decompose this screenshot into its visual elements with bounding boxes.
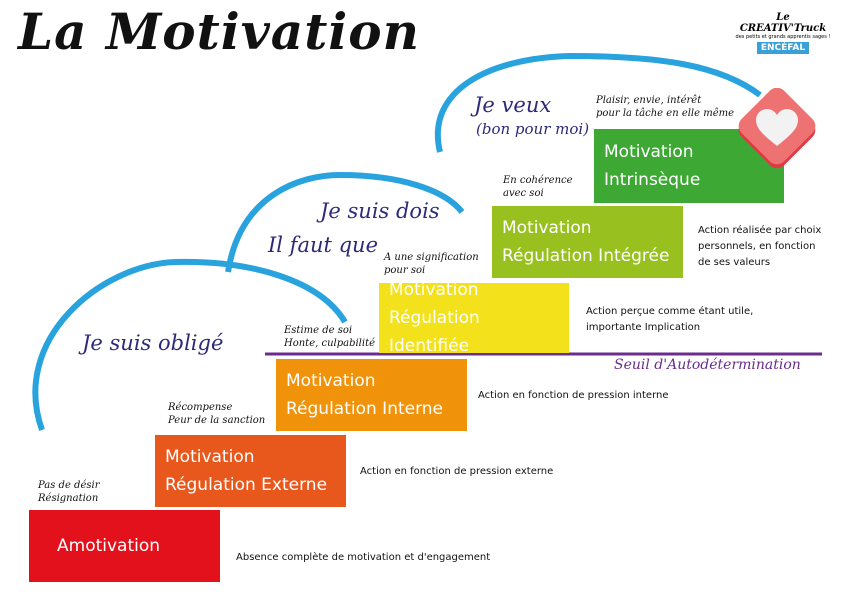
arc-3	[435, 52, 762, 153]
logo-tagline: des petits et grands apprentis sages !	[735, 34, 831, 40]
step-label: Motivation	[286, 371, 376, 391]
step-label: Motivation	[604, 142, 694, 162]
heart-icon	[738, 88, 816, 169]
step-label: Régulation Interne	[286, 399, 444, 419]
note-line: pour la tâche en elle même	[596, 108, 735, 119]
phrase-dois: Je suis dois	[320, 199, 440, 223]
logo: Le CREATIV'Truck des petits et grands ap…	[733, 12, 833, 54]
note-line: Résignation	[38, 493, 99, 504]
phrase-veux-sub: (bon pour moi)	[476, 120, 590, 138]
arc-1	[32, 258, 348, 432]
note-line: Pas de désir	[38, 480, 100, 491]
desc-integree: Action réalisée par choix personnels, en…	[698, 225, 822, 268]
step-label: Motivation	[389, 280, 479, 300]
step-label: Amotivation	[57, 536, 161, 556]
phrase-faut: Il faut que	[268, 233, 379, 257]
step-label: Régulation Intégrée	[502, 246, 670, 266]
note-integree: En cohérence avec soi	[503, 174, 573, 200]
note-line: Peur de la sanction	[168, 415, 266, 426]
step-label: Intrinsèque	[604, 170, 701, 190]
step-label: Motivation	[165, 447, 255, 467]
desc-externe: Action en fonction de pression externe	[360, 466, 554, 477]
phrase-oblige: Je suis obligé	[82, 331, 224, 355]
note-line: Récompense	[168, 402, 233, 413]
logo-partner: ENCÉFAL	[756, 42, 810, 54]
note-line: Honte, culpabilité	[284, 338, 376, 349]
step-label: Régulation Identifiée	[389, 308, 480, 356]
step-label: Régulation Externe	[165, 475, 328, 495]
logo-brand: Le CREATIV'Truck	[739, 12, 827, 34]
note-line: A une signification	[384, 252, 479, 263]
step-amotivation: Amotivation	[29, 510, 220, 582]
note-line: pour soi	[384, 265, 426, 276]
note-intrinseque: Plaisir, envie, intérêt pour la tâche en …	[596, 94, 734, 120]
note-identifiee: A une signification pour soi	[384, 251, 479, 277]
arc-2	[225, 171, 465, 273]
desc-amotivation: Absence complète de motivation et d'enga…	[236, 552, 491, 563]
threshold-label: Seuil d'Autodétermination	[614, 357, 801, 373]
desc-interne: Action en fonction de pression interne	[478, 390, 669, 401]
note-line: Estime de soi	[284, 325, 353, 336]
step-label: Motivation	[502, 218, 592, 238]
note-line: avec soi	[503, 188, 544, 199]
desc-identifiee: Action perçue comme étant utile, importa…	[586, 306, 754, 333]
note-line: En cohérence	[503, 175, 573, 186]
page-title: La Motivation	[18, 2, 420, 61]
phrase-veux: Je veux	[474, 93, 552, 117]
note-line: Plaisir, envie, intérêt	[596, 95, 702, 106]
